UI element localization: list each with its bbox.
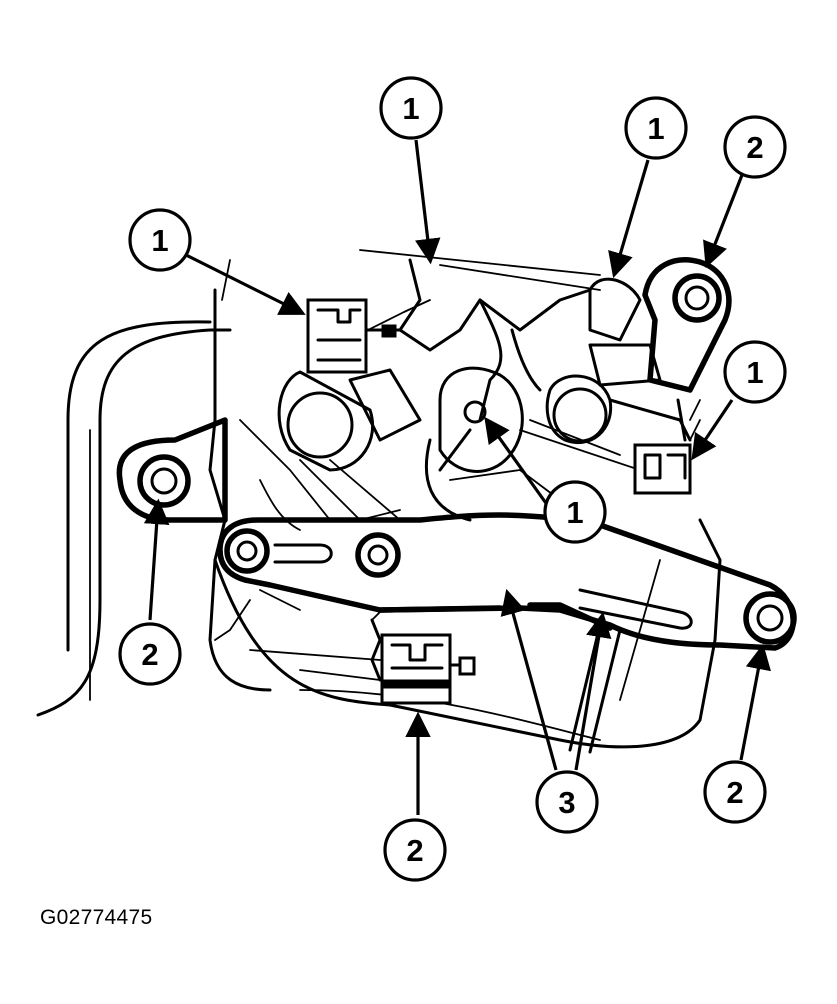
- callout-c6: 2: [118, 622, 182, 686]
- figure-id: G02774475: [40, 906, 153, 929]
- leader-c1: [414, 139, 441, 265]
- callout-c4: 2: [723, 115, 787, 179]
- callout-label: 2: [141, 637, 158, 672]
- callout-c10: 2: [383, 818, 447, 882]
- callouts: 1 1 1 2 1 2 1 2: [118, 76, 787, 882]
- callout-label: 1: [151, 223, 168, 258]
- callout-c5: 1: [723, 340, 787, 404]
- leader-c2: [608, 159, 650, 279]
- callout-label: 3: [558, 785, 575, 820]
- callout-label: 1: [402, 91, 419, 126]
- callout-c9: 3: [535, 770, 599, 834]
- callout-label: 2: [726, 775, 743, 810]
- leader-c8: [739, 643, 771, 761]
- leader-c9a: [500, 588, 558, 771]
- leader-c3: [185, 253, 306, 315]
- mechanism-linework: [36, 249, 797, 754]
- callout-label: 2: [406, 833, 423, 868]
- callout-label: 1: [746, 355, 763, 390]
- callout-label: 1: [566, 495, 583, 530]
- callout-leaders: [143, 139, 771, 815]
- callout-c3: 1: [128, 208, 192, 272]
- callout-label: 2: [746, 130, 763, 165]
- leader-c5: [691, 399, 734, 461]
- callout-label: 1: [647, 111, 664, 146]
- callout-c8: 2: [703, 760, 767, 824]
- leader-c7: [484, 416, 550, 507]
- leader-c6: [143, 498, 170, 621]
- callout-c1: 1: [379, 76, 443, 140]
- leader-c4: [703, 174, 744, 268]
- callout-c2: 1: [624, 96, 688, 160]
- callout-c7: 1: [543, 480, 607, 544]
- leader-c9b: [574, 611, 612, 771]
